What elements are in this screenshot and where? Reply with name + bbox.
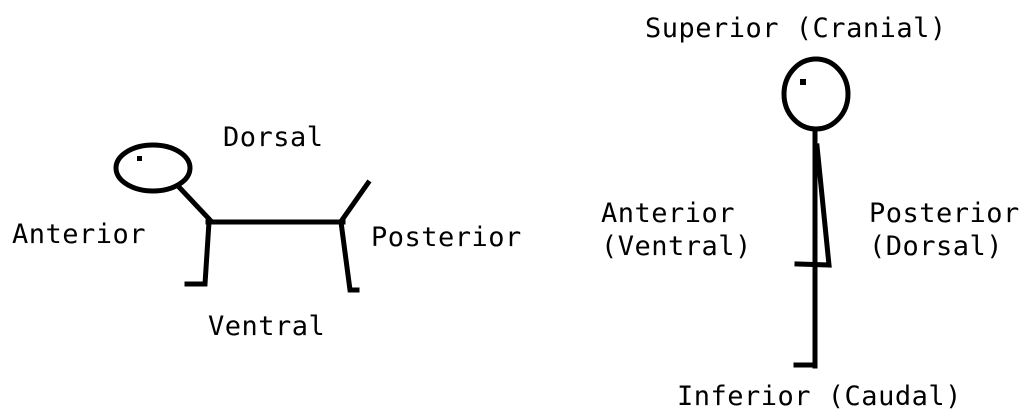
quadruped-eye (137, 156, 142, 161)
quadruped-anterior-label: Anterior (12, 219, 147, 250)
biped-posterior-line1: Posterior (869, 198, 1020, 229)
quadruped-posterior-label: Posterior (371, 222, 522, 253)
biped-inferior-label: Inferior (Caudal) (677, 381, 962, 412)
biped-superior-label: Superior (Cranial) (645, 13, 947, 44)
biped-arm (794, 143, 832, 268)
biped-anterior-line1: Anterior (601, 198, 736, 229)
quadruped-front-leg (184, 219, 212, 287)
quadruped-dorsal-label: Dorsal (223, 122, 324, 153)
biped-posterior-line2: (Dorsal) (869, 231, 1004, 262)
quadruped-hind-leg (338, 219, 360, 293)
biped-anterior-label: Anterior (Ventral) (601, 197, 752, 263)
biped-posterior-label: Posterior (Dorsal) (869, 197, 1020, 263)
biped-anterior-line2: (Ventral) (601, 231, 752, 262)
quadruped-head (113, 142, 193, 194)
quadruped-neck (174, 182, 214, 224)
quadruped-ventral-label: Ventral (208, 311, 326, 342)
quadruped-tail (338, 179, 372, 224)
biped-eye (800, 79, 806, 85)
biped-head (781, 56, 851, 132)
